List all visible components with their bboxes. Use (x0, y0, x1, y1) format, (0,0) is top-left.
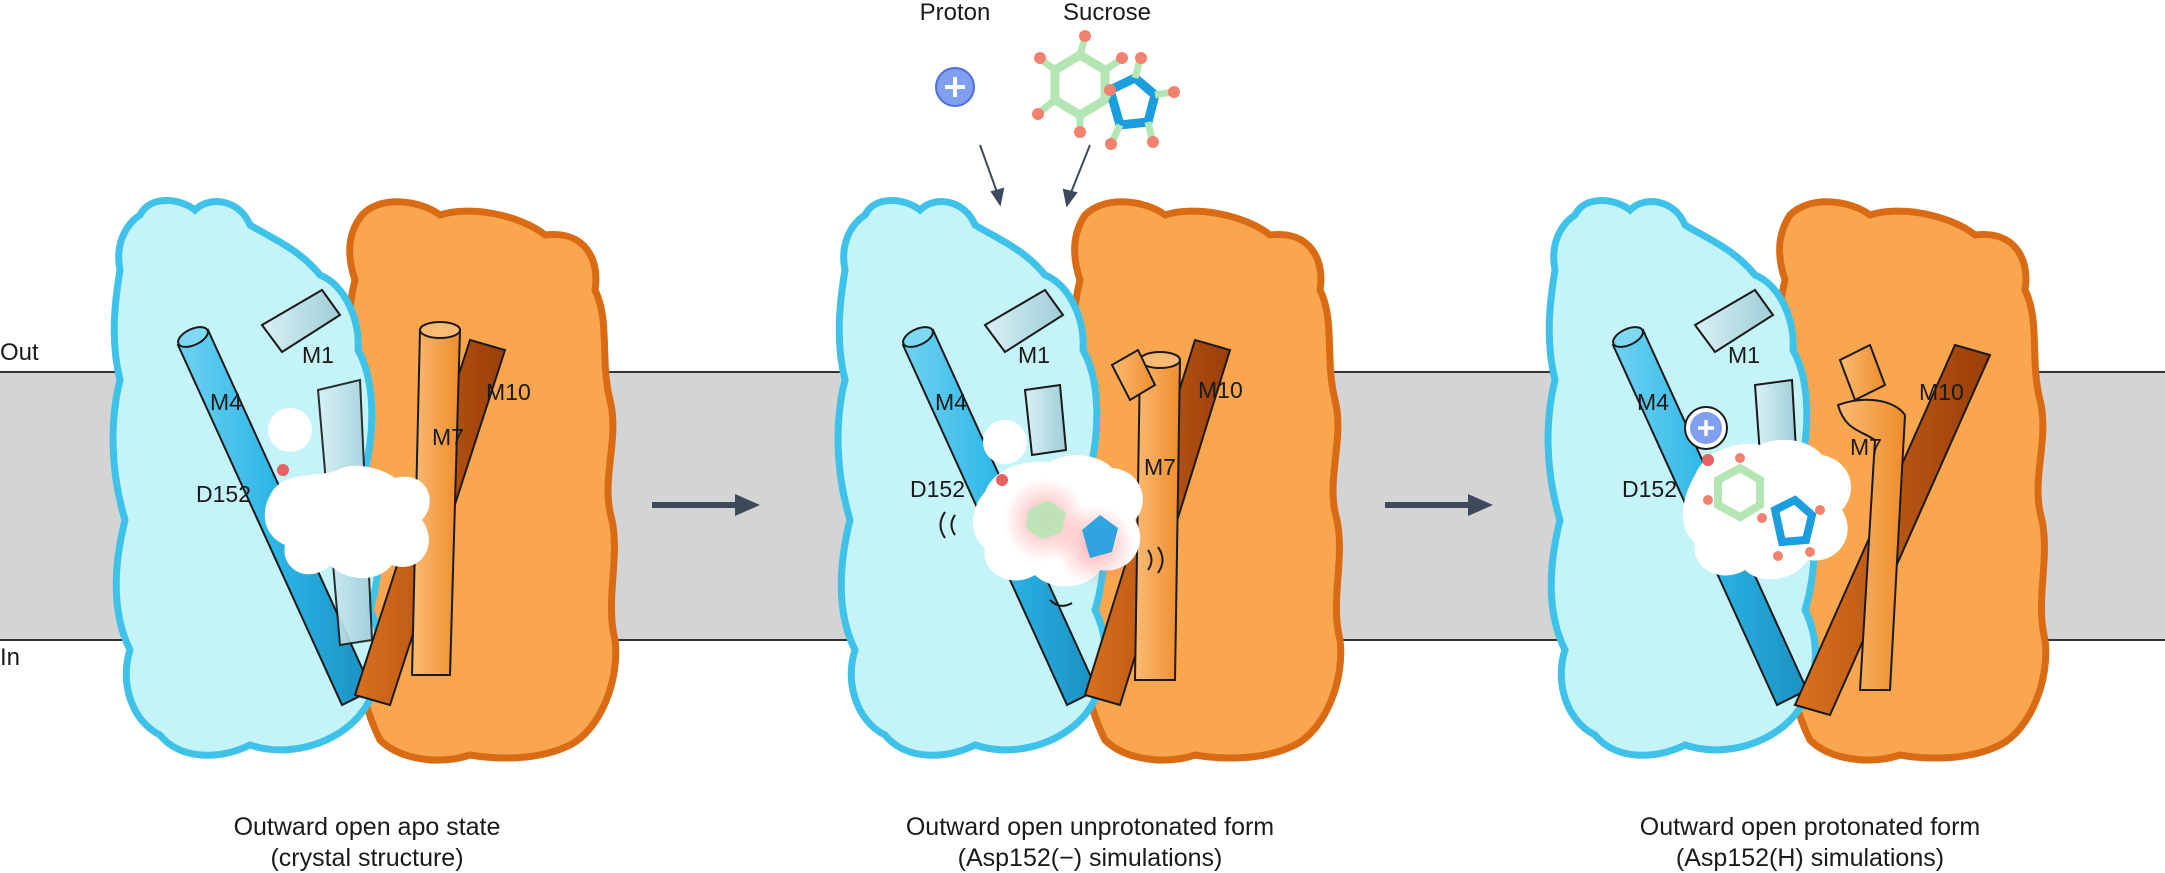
m10-label: M10 (1198, 377, 1243, 403)
panel-2-caption-line1: Outward open unprotonated form (906, 813, 1274, 841)
panel-1-caption-line1: Outward open apo state (234, 813, 501, 841)
helix-m7 (1110, 348, 1182, 681)
m7-label: M7 (432, 424, 464, 450)
m7-label: M7 (1144, 454, 1176, 480)
m10-label: M10 (1919, 379, 1964, 405)
m10-label: M10 (486, 379, 531, 405)
proton-label: Proton (920, 0, 991, 26)
sucrose-molecule-icon (1032, 30, 1180, 150)
entry-arrows (979, 144, 1091, 208)
d152-label: D152 (196, 481, 251, 507)
panel-2-caption-line2: (Asp152(−) simulations) (958, 844, 1223, 872)
bound-proton-icon (1684, 406, 1728, 450)
panel-protonated: M1 M4 M7 M10 D152 Outward open protonate… (1544, 197, 2050, 872)
proton-icon (935, 67, 975, 107)
sucrose-label: Sucrose (1063, 0, 1151, 26)
d152-sidechain (996, 474, 1008, 486)
helix-m1 (983, 288, 1068, 457)
binding-cavity (264, 465, 430, 579)
in-label: In (0, 644, 20, 671)
panel-apo-state: M1 M4 M7 M10 D152 Outward open apo state… (109, 197, 620, 872)
ligands-entering: Proton Sucrose (920, 0, 1180, 208)
d152-sidechain (1702, 454, 1714, 466)
panel-3-caption-line2: (Asp152(H) simulations) (1676, 844, 1944, 872)
m4-label: M4 (1637, 389, 1669, 415)
d152-label: D152 (910, 476, 965, 502)
m1-label: M1 (1018, 342, 1050, 368)
transition-arrow-1 (652, 494, 760, 516)
m1-label: M1 (302, 342, 334, 368)
panel-unprotonated: M1 M4 M7 M10 D152 Outward open unprotona… (834, 197, 1345, 872)
sucrose-bound (1703, 453, 1825, 561)
helix-m7 (1836, 343, 1907, 691)
cavity-bubble (983, 420, 1027, 464)
cavity-bubble (268, 408, 312, 452)
d152-label: D152 (1622, 476, 1677, 502)
panel-3-caption-line1: Outward open protonated form (1640, 813, 1980, 841)
m4-label: M4 (210, 389, 242, 415)
m7-label: M7 (1850, 434, 1882, 460)
m4-label: M4 (935, 389, 967, 415)
out-label: Out (0, 339, 39, 366)
panel-1-caption-line2: (crystal structure) (270, 844, 463, 872)
conformational-motion-marks (939, 511, 1164, 607)
m1-label: M1 (1728, 342, 1760, 368)
d152-sidechain (277, 464, 289, 476)
transition-arrow-2 (1385, 494, 1493, 516)
